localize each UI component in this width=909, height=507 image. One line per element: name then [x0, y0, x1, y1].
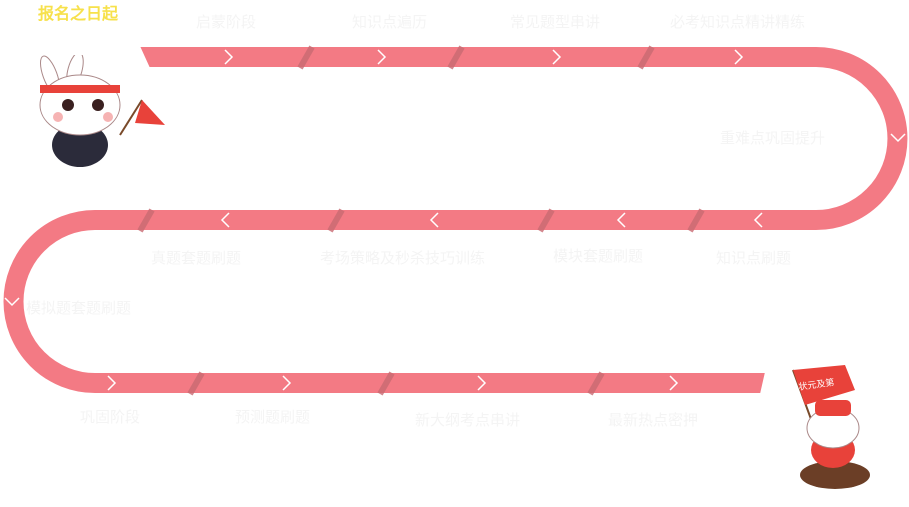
- stage-label: 重难点巩固提升: [720, 129, 826, 147]
- stage-label: 模块套题刷题: [553, 247, 644, 265]
- stage-label: 知识点刷题: [716, 249, 792, 267]
- stage-label: 新大纲考点串讲: [415, 411, 521, 429]
- stage-label: 最新热点密押: [608, 411, 699, 429]
- stage-label: 巩固阶段: [80, 408, 141, 426]
- stage-label: 必考知识点精讲精练: [670, 13, 806, 31]
- stage-label: 模拟题套题刷题: [26, 299, 132, 317]
- roadmap-title: 报名之日起: [38, 4, 119, 23]
- rabbit-mascot-flag: [39, 55, 165, 167]
- stage-label: 预测题刷题: [235, 408, 311, 426]
- stage-label: 启蒙阶段: [196, 13, 257, 31]
- stage-label: 真题套题刷题: [151, 249, 242, 267]
- rabbit-mascot-horse: 状元及第: [792, 365, 870, 489]
- stage-label: 常见题型串讲: [510, 13, 601, 31]
- stage-label: 知识点遍历: [352, 13, 428, 31]
- stage-label: 考场策略及秒杀技巧训练: [320, 249, 486, 267]
